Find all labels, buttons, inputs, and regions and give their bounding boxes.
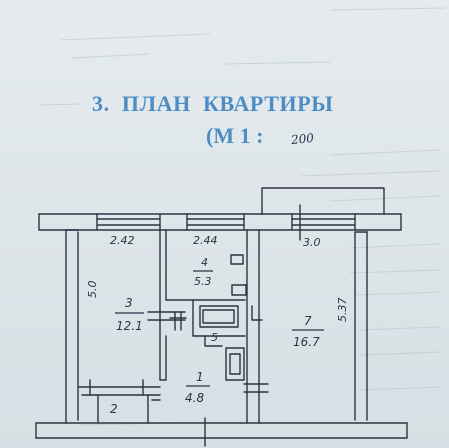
room-4-area: 5.3 [194,275,212,288]
bathroom-block [165,254,247,381]
room-2-number: 2 [110,402,118,416]
partition-left [147,229,186,381]
page-title: 3. ПЛАН КВАРТИРЫ [92,91,334,116]
room-5-number: 5 [211,331,218,344]
right-wall [354,231,368,421]
dimension-right-side: 5.37 [336,298,349,323]
partition-right [243,229,269,424]
storage-closet [77,379,161,423]
dimension-top-right: 3.0 [303,236,321,249]
room-7-number: 7 [304,314,312,328]
door-marks [169,305,263,331]
dimension-top-left: 2.42 [110,234,135,247]
balcony-outline [261,187,385,215]
room-4-number: 4 [201,256,208,269]
top-wall [38,204,402,241]
room-1-area: 4.8 [185,391,204,405]
room-3-number: 3 [125,296,133,310]
dimension-left-side: 5.0 [86,281,99,299]
room-3-area: 12.1 [116,319,143,333]
room-1-number: 1 [196,370,204,384]
room-7-area: 16.7 [293,335,320,349]
bottom-wall [35,417,408,447]
dimension-top-middle: 2.44 [193,234,218,247]
scale-label: (М 1 : [206,123,264,148]
left-wall [65,229,79,424]
